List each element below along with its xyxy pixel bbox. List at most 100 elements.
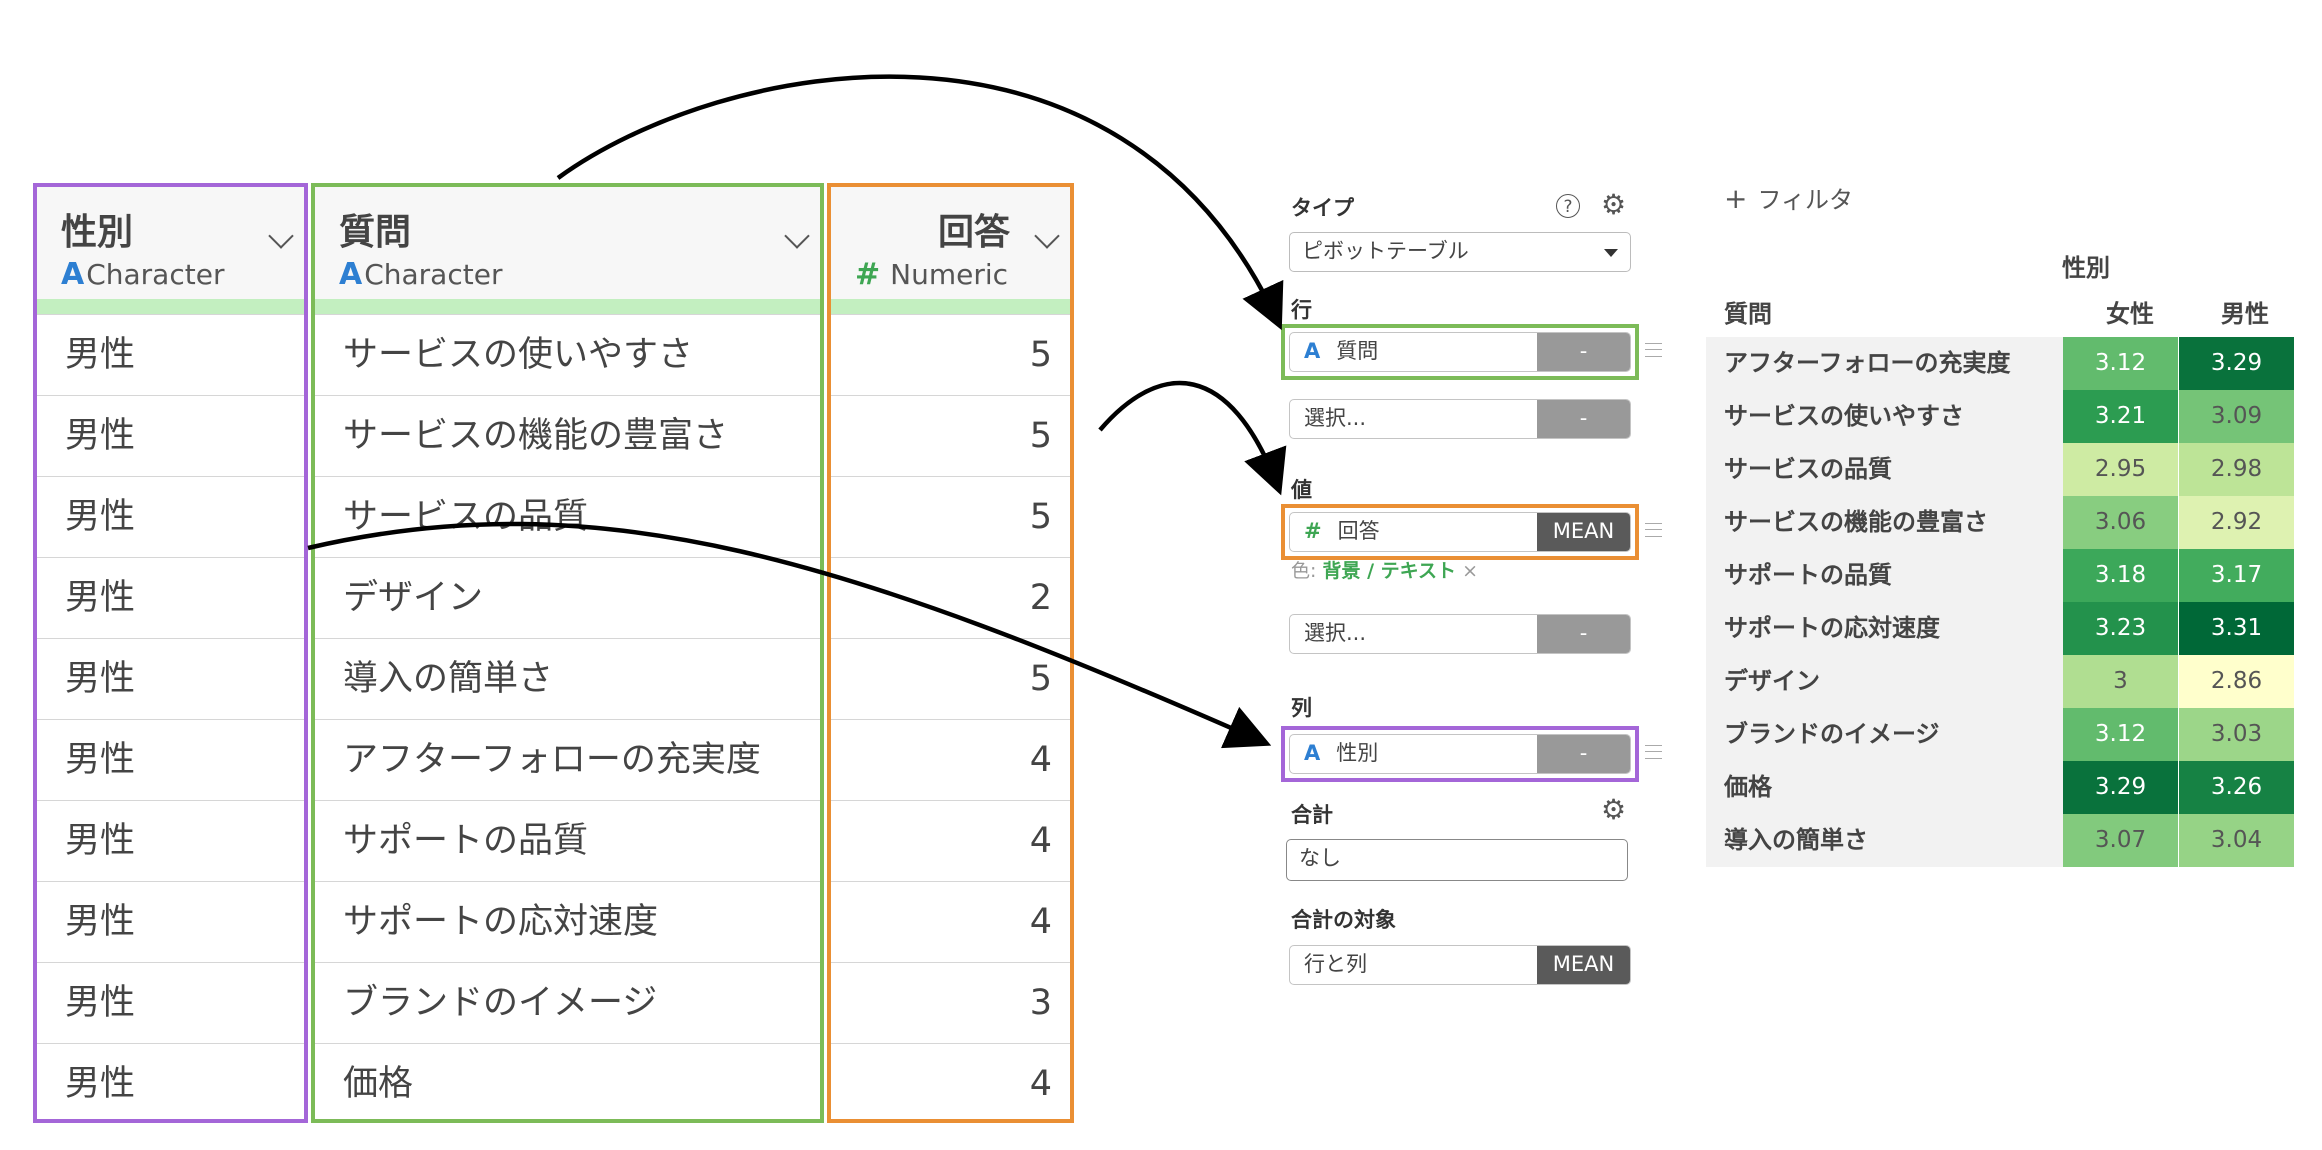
row-field-highlight [1281, 324, 1639, 380]
row-field-agg-button[interactable]: - [1537, 333, 1630, 371]
gear-icon[interactable]: ⚙ [1601, 188, 1627, 221]
row-select[interactable]: 選択... - [1289, 399, 1631, 439]
column-field-button[interactable]: - [1537, 735, 1630, 773]
chart-type-value: ピボットテーブル [1302, 239, 1469, 263]
value-select[interactable]: 選択... - [1289, 614, 1631, 654]
numeric-type-icon: # [1304, 519, 1322, 543]
column-header-answer[interactable]: 回答 #Numeric [831, 187, 1070, 299]
chevron-down-icon[interactable] [268, 223, 294, 249]
pivot-cell-male: 3.04 [2179, 814, 2294, 867]
row-field[interactable]: A 質問 - [1289, 332, 1631, 372]
total-target-agg-button[interactable]: MEAN [1537, 946, 1630, 984]
column-cells: サービスの使いやすさサービスの機能の豊富さサービスの品質デザイン導入の簡単さアフ… [315, 314, 820, 1124]
column-gender: 性別 ACharacter 男性男性男性男性男性男性男性男性男性男性 [33, 183, 308, 1123]
question-cell: デザイン [315, 557, 820, 638]
add-filter-button[interactable]: +フィルタ [1724, 180, 1853, 215]
pivot-cell-male: 2.86 [2179, 655, 2294, 708]
value-select-placeholder: 選択... [1304, 621, 1367, 645]
pivot-cell-male: 3.26 [2179, 761, 2294, 814]
gender-cell: 男性 [37, 557, 304, 638]
gender-cell: 男性 [37, 314, 304, 395]
column-header-gender[interactable]: 性別 ACharacter [37, 187, 304, 299]
pivot-row-label: サービスの使いやすさ [1706, 390, 2063, 443]
chevron-down-icon[interactable] [1034, 223, 1060, 249]
pivot-cell-female: 3.12 [2063, 337, 2178, 390]
caret-down-icon [1604, 249, 1618, 257]
gender-cell: 男性 [37, 719, 304, 800]
answer-cell: 2 [831, 557, 1070, 638]
chevron-down-icon[interactable] [784, 223, 810, 249]
drag-handle-icon[interactable] [1645, 523, 1662, 537]
gender-cell: 男性 [37, 881, 304, 962]
pivot-cell-male: 3.31 [2179, 602, 2294, 655]
pivot-row-label: サポートの品質 [1706, 549, 2063, 602]
pivot-row-label: ブランドのイメージ [1706, 708, 2063, 761]
answer-cell: 4 [831, 719, 1070, 800]
pivot-col-header-male: 男性 [2221, 300, 2269, 328]
question-cell: アフターフォローの充実度 [315, 719, 820, 800]
pivot-cell-female: 3.23 [2063, 602, 2178, 655]
question-cell: サポートの品質 [315, 800, 820, 881]
pivot-cell-male: 3.17 [2179, 549, 2294, 602]
column-field-highlight [1281, 726, 1639, 782]
character-type-icon: A [1304, 339, 1321, 363]
question-cell: サポートの応対速度 [315, 881, 820, 962]
value-field[interactable]: #回答 MEAN [1289, 512, 1631, 552]
row-select-button[interactable]: - [1537, 400, 1630, 438]
drag-handle-icon[interactable] [1645, 745, 1662, 759]
numeric-type-icon: # [855, 257, 881, 292]
pivot-row-header: 質問 [1724, 300, 1772, 328]
gender-cell: 男性 [37, 395, 304, 476]
color-remove-icon[interactable]: × [1462, 560, 1479, 582]
question-cell: ブランドのイメージ [315, 962, 820, 1043]
character-type-icon: A [339, 257, 363, 292]
value-field-highlight [1281, 504, 1639, 560]
columns-label: 列 [1291, 696, 1312, 720]
value-select-button[interactable]: - [1537, 615, 1630, 653]
pivot-row-label: サービスの機能の豊富さ [1706, 496, 2063, 549]
question-cell: 導入の簡単さ [315, 638, 820, 719]
column-type-label: Character [86, 258, 225, 291]
column-name: 性別 [61, 212, 134, 253]
pivot-cell-male: 3.29 [2179, 337, 2294, 390]
total-label: 合計 [1291, 803, 1333, 827]
color-value-link[interactable]: 背景 / テキスト [1322, 560, 1457, 582]
pivot-cell-female: 2.95 [2063, 443, 2178, 496]
row-select-placeholder: 選択... [1304, 406, 1367, 430]
total-select[interactable]: なし [1286, 839, 1628, 881]
pivot-row-label: デザイン [1706, 655, 2063, 708]
drag-handle-icon[interactable] [1645, 343, 1662, 357]
chart-type-select[interactable]: ピボットテーブル [1289, 232, 1631, 272]
pivot-column-group-header: 性別 [2062, 254, 2110, 282]
column-question: 質問 ACharacter サービスの使いやすさサービスの機能の豊富さサービスの… [311, 183, 824, 1123]
pivot-cell-female: 3 [2063, 655, 2178, 708]
help-icon[interactable]: ? [1556, 194, 1580, 218]
answer-cell: 5 [831, 476, 1070, 557]
pivot-row-label: サポートの応対速度 [1706, 602, 2063, 655]
column-name: 質問 [339, 212, 412, 253]
column-header-question[interactable]: 質問 ACharacter [315, 187, 820, 299]
pivot-row-label: サービスの品質 [1706, 443, 2063, 496]
answer-cell: 4 [831, 1043, 1070, 1124]
gender-cell: 男性 [37, 800, 304, 881]
pivot-cell-male: 3.03 [2179, 708, 2294, 761]
pivot-col-header-female: 女性 [2106, 300, 2154, 328]
total-target-label: 合計の対象 [1291, 908, 1396, 932]
total-target-field[interactable]: 行と列 MEAN [1289, 945, 1631, 985]
gear-icon[interactable]: ⚙ [1601, 793, 1627, 826]
question-cell: サービスの機能の豊富さ [315, 395, 820, 476]
answer-cell: 5 [831, 395, 1070, 476]
filter-label: フィルタ [1757, 186, 1853, 214]
row-field-name: 質問 [1336, 339, 1379, 363]
pivot-cell-male: 2.92 [2179, 496, 2294, 549]
value-field-agg-button[interactable]: MEAN [1537, 513, 1630, 551]
values-label: 値 [1291, 478, 1312, 502]
column-type-label: Character [364, 258, 503, 291]
